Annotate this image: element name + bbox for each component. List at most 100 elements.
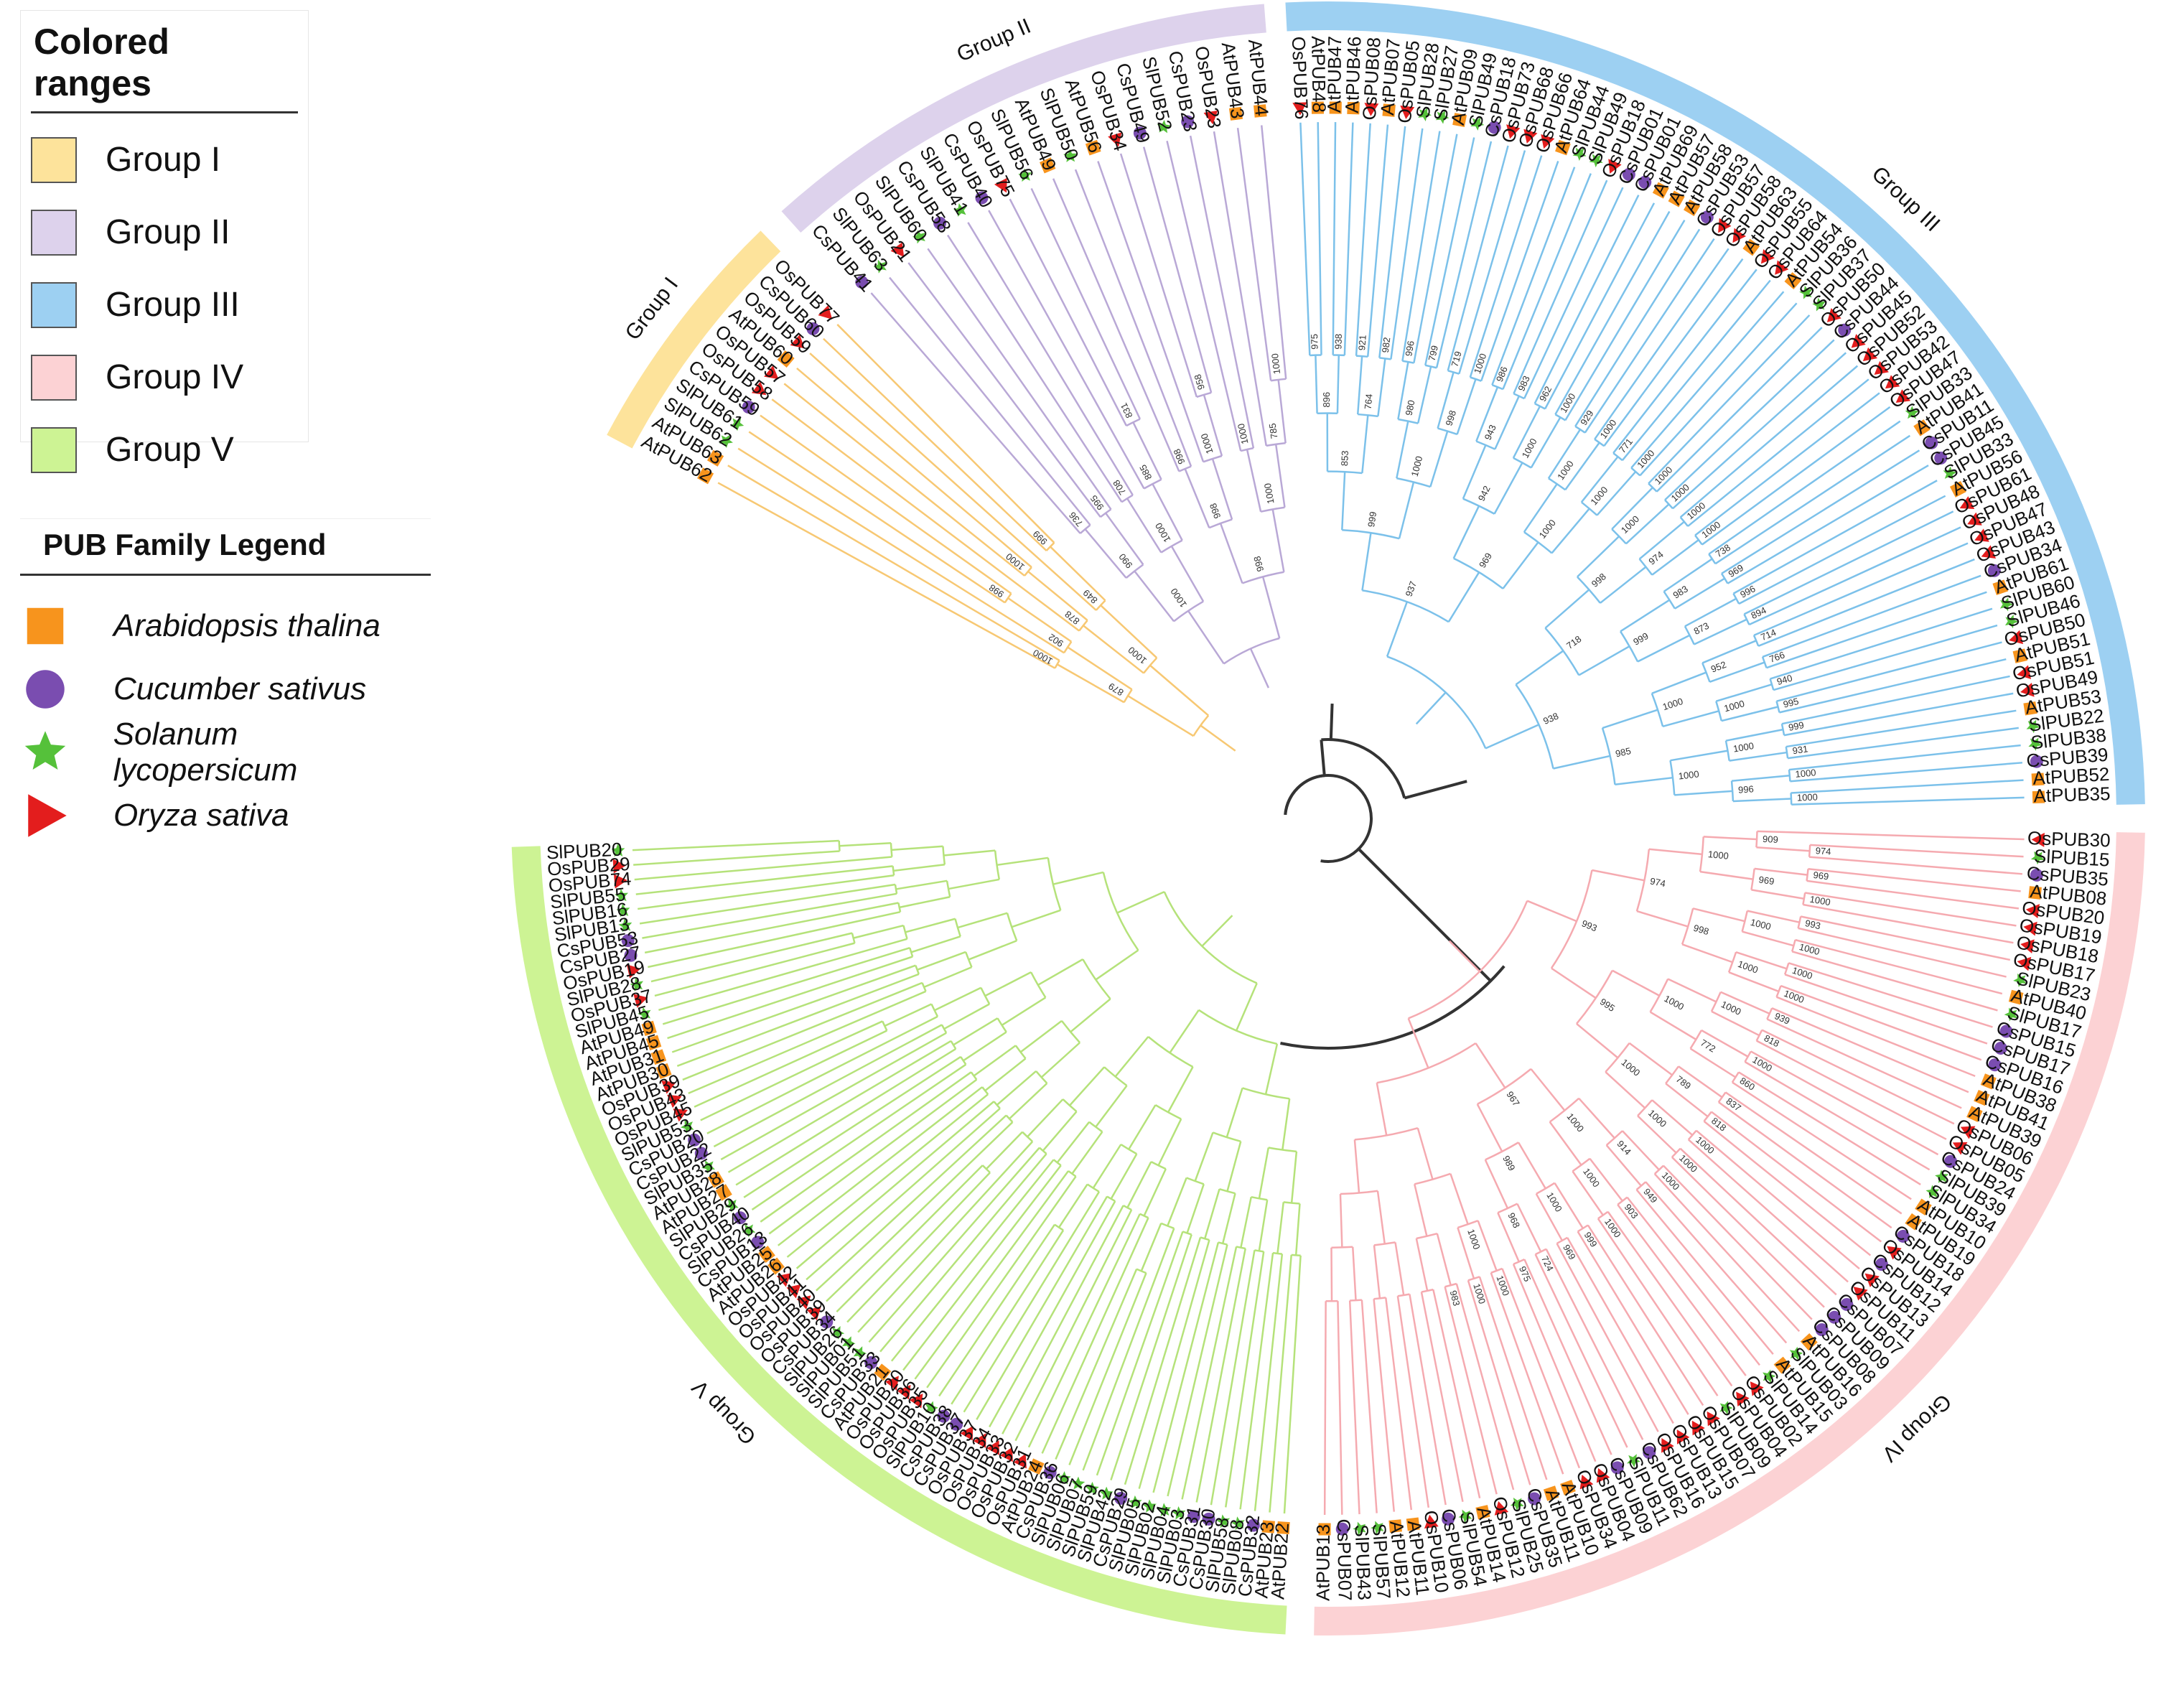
square-icon [1261,1520,1275,1534]
species-label: Arabidopsis thalina [113,608,381,643]
square-icon [1040,157,1056,174]
circle-icon [1925,436,1938,449]
star-icon [630,977,644,991]
circle-icon [1181,115,1195,129]
bootstrap-value: 962 [1537,384,1554,403]
star-icon [615,888,628,902]
square-icon [1773,1356,1791,1374]
triangle-icon [2031,832,2045,847]
bootstrap-value: 738 [1714,542,1732,560]
triangle-icon [764,365,779,380]
star-icon [730,417,744,431]
square-icon [1406,1517,1420,1531]
triangle-icon [1292,102,1307,116]
circle-icon [1944,1154,1958,1168]
bootstrap-value: 1000 [1795,767,1816,780]
leaf-label: AtPUB22 [1266,1522,1293,1600]
triangle-icon [612,859,627,874]
triangle-icon [1851,334,1866,348]
triangle-icon [1506,124,1521,139]
bootstrap-value: 894 [1750,605,1768,621]
triangle-icon [2017,956,2032,971]
bootstrap-value: 1000 [1694,1134,1717,1156]
bootstrap-value: 772 [1699,1037,1717,1055]
circle-icon [1043,1466,1057,1480]
circle-icon [1987,564,2001,577]
square-icon [1085,139,1101,156]
circle-icon [2030,755,2043,768]
square-icon [758,1246,775,1263]
species-label: Oryza sativa [113,798,289,833]
star-icon [831,1325,845,1340]
star-icon [1231,1516,1245,1531]
bootstrap-value: 718 [1564,633,1583,651]
star-icon [1142,1499,1157,1513]
triangle-icon [994,177,1007,193]
bootstrap-value: 799 [1427,345,1440,362]
circle-icon [820,1315,834,1329]
bootstrap-value: 969 [1561,1243,1578,1261]
leaf-labels: AtPUB62AtPUB63SlPUB62SlPUB61CsPUB59OsPUB… [546,36,2111,1601]
triangle-icon [1732,228,1746,243]
star-icon [1719,1401,1733,1415]
triangle-icon [1862,347,1878,362]
bootstrap-value: 789 [1674,1073,1693,1091]
bootstrap-value: 949 [1641,1186,1659,1205]
circle-icon [1875,1258,1888,1271]
triangle-icon [1853,1287,1868,1301]
square-icon [1254,104,1267,118]
square-icon [2032,790,2045,804]
bootstrap-value: 929 [1578,409,1595,427]
triangle-icon [1750,1381,1764,1396]
triangle-icon [1108,132,1122,147]
bootstrap-value: 990 [1116,551,1134,570]
bootstrap-value: 974 [1649,875,1666,889]
triangle-icon [1013,1453,1027,1469]
square-icon [697,467,714,485]
star-icon [1057,1471,1071,1485]
bootstrap-value: 999 [1788,719,1805,733]
bootstrap-value: 1000 [1783,988,1806,1005]
bootstrap-value: 873 [1692,620,1711,637]
square-icon [1452,113,1467,127]
star-icon [1435,110,1450,124]
bootstrap-value: 1000 [1661,696,1684,712]
bootstrap-value: 766 [1768,649,1785,664]
bootstrap-value: 969 [1477,551,1494,569]
star-icon [701,1160,715,1174]
circle-icon [1700,210,1714,224]
square-icon [2031,773,2045,786]
legend-label: Group III [106,286,240,324]
circle-icon [933,216,947,230]
bootstrap-value: 736 [1067,510,1085,528]
bootstrap-value: 1000 [1168,587,1189,610]
bootstrap-value: 938 [1332,334,1343,350]
circle-icon [975,191,989,205]
square-icon [2008,989,2024,1005]
bootstrap-value: 998 [987,582,1006,600]
bootstrap-value: 1000 [1750,917,1773,932]
triangle-icon [999,1447,1013,1462]
circle-icon [1114,1491,1128,1505]
star-icon [2026,719,2040,734]
bootstrap-value: 986 [1494,365,1510,383]
circle-icon [694,1147,708,1160]
bootstrap-value: 764 [1363,393,1375,410]
square-icon [1228,106,1243,121]
bootstrap-value: 1000 [1494,1274,1511,1297]
triangle-icon [1974,528,1989,542]
group-branches [1323,830,2025,1515]
square-icon [1915,1198,1932,1216]
star-icon [24,731,66,770]
circle-icon [1934,452,1948,465]
star-icon [1099,1486,1114,1500]
bootstrap-value: 903 [1623,1202,1640,1221]
bootstrap-value: 995 [1782,696,1800,710]
bootstrap-value: 983 [1671,583,1690,600]
group-ring [781,4,1266,233]
legend-item-group: Group III [21,269,308,341]
leaf-label: CsPUB07 [1333,1518,1356,1601]
group-branches [870,125,1287,689]
circle-icon [1335,1522,1349,1536]
